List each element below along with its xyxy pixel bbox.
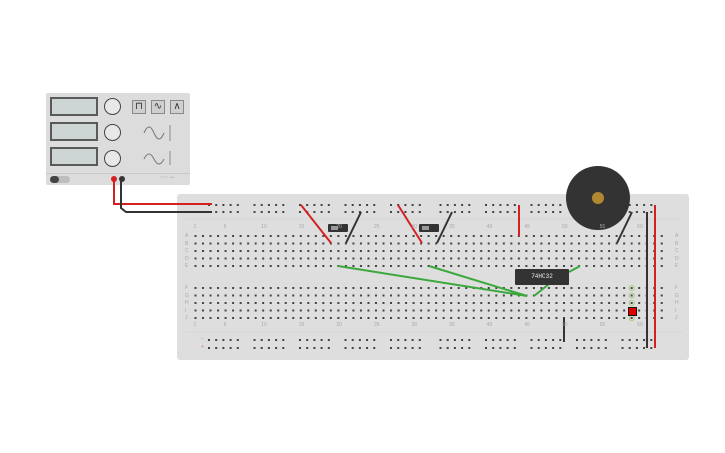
row-label-right: D <box>675 255 679 262</box>
rail-plus-label: + <box>201 344 204 350</box>
row-label-right: J <box>675 315 678 321</box>
column-number-bottom: 10 <box>261 322 267 328</box>
column-number-top: 20 <box>336 224 342 230</box>
row-label-right: H <box>675 300 679 306</box>
slide-switch-1[interactable] <box>328 224 348 232</box>
row-label-left: B <box>185 240 189 247</box>
column-number-top: 45 <box>524 224 530 230</box>
column-number-bottom: 45 <box>524 322 530 328</box>
row-label-right: G <box>675 292 679 299</box>
row-label-left: G <box>185 292 189 299</box>
row-label-left: C <box>185 248 189 254</box>
rail-minus-label: − <box>201 336 204 342</box>
column-number-top: 5 <box>223 224 227 230</box>
row-label-left: I <box>185 307 187 314</box>
column-number-top: 15 <box>298 224 305 230</box>
column-number-bottom: 30 <box>411 322 418 328</box>
row-label-left: F <box>185 285 189 291</box>
row-label-right: B <box>675 240 679 247</box>
row-label-left: A <box>185 233 189 239</box>
column-number-top: 10 <box>261 224 267 230</box>
column-number-bottom: 55 <box>599 322 606 328</box>
amplitude-wave-icon <box>143 125 171 165</box>
led[interactable] <box>628 307 637 316</box>
column-number-bottom: 20 <box>336 322 342 328</box>
piezo-buzzer[interactable] <box>566 166 630 230</box>
column-number-top: 40 <box>486 224 493 230</box>
column-number-bottom: 50 <box>561 322 568 328</box>
column-number-top: 35 <box>449 224 455 230</box>
sine-wave-button[interactable]: ∿ <box>151 100 165 114</box>
triangle-wave-button[interactable]: ∧ <box>170 100 184 114</box>
buzzer-center <box>592 192 604 204</box>
column-number-top: 60 <box>637 224 643 230</box>
chip-74hc32[interactable]: 74HC32 <box>515 269 569 285</box>
row-label-right: F <box>675 285 679 291</box>
column-number-top: 50 <box>561 224 568 230</box>
column-number-bottom: 25 <box>373 322 380 328</box>
column-number-top: 30 <box>411 224 418 230</box>
row-label-left: H <box>185 300 189 306</box>
amplitude-display <box>50 122 98 141</box>
offset-display <box>50 147 98 166</box>
row-label-right: C <box>675 248 679 254</box>
footer-label: ~~~ ⏦ <box>160 175 175 181</box>
column-number-bottom: 35 <box>449 322 455 328</box>
row-label-right: E <box>675 263 679 269</box>
column-number-bottom: 60 <box>637 322 643 328</box>
frequency-knob[interactable] <box>104 98 121 115</box>
function-generator[interactable]: ⊓ ∿ ∧ ~~~ ⏦ <box>46 93 190 185</box>
row-label-right: A <box>675 233 679 239</box>
offset-knob[interactable] <box>104 150 121 167</box>
frequency-display <box>50 97 98 116</box>
column-number-bottom: 15 <box>298 322 305 328</box>
slide-switch-2[interactable] <box>419 224 439 232</box>
column-number-top: 55 <box>599 224 606 230</box>
square-wave-button[interactable]: ⊓ <box>132 100 146 114</box>
row-label-right: I <box>675 307 677 314</box>
power-toggle[interactable] <box>50 176 70 183</box>
row-label-left: D <box>185 255 189 262</box>
column-number-top: 25 <box>373 224 380 230</box>
column-number-bottom: 5 <box>223 322 227 328</box>
row-label-left: E <box>185 263 189 269</box>
amplitude-knob[interactable] <box>104 124 121 141</box>
column-number-bottom: 40 <box>486 322 493 328</box>
column-number-top: 1 <box>193 224 197 230</box>
row-label-left: J <box>185 315 188 321</box>
column-number-bottom: 1 <box>193 322 197 328</box>
